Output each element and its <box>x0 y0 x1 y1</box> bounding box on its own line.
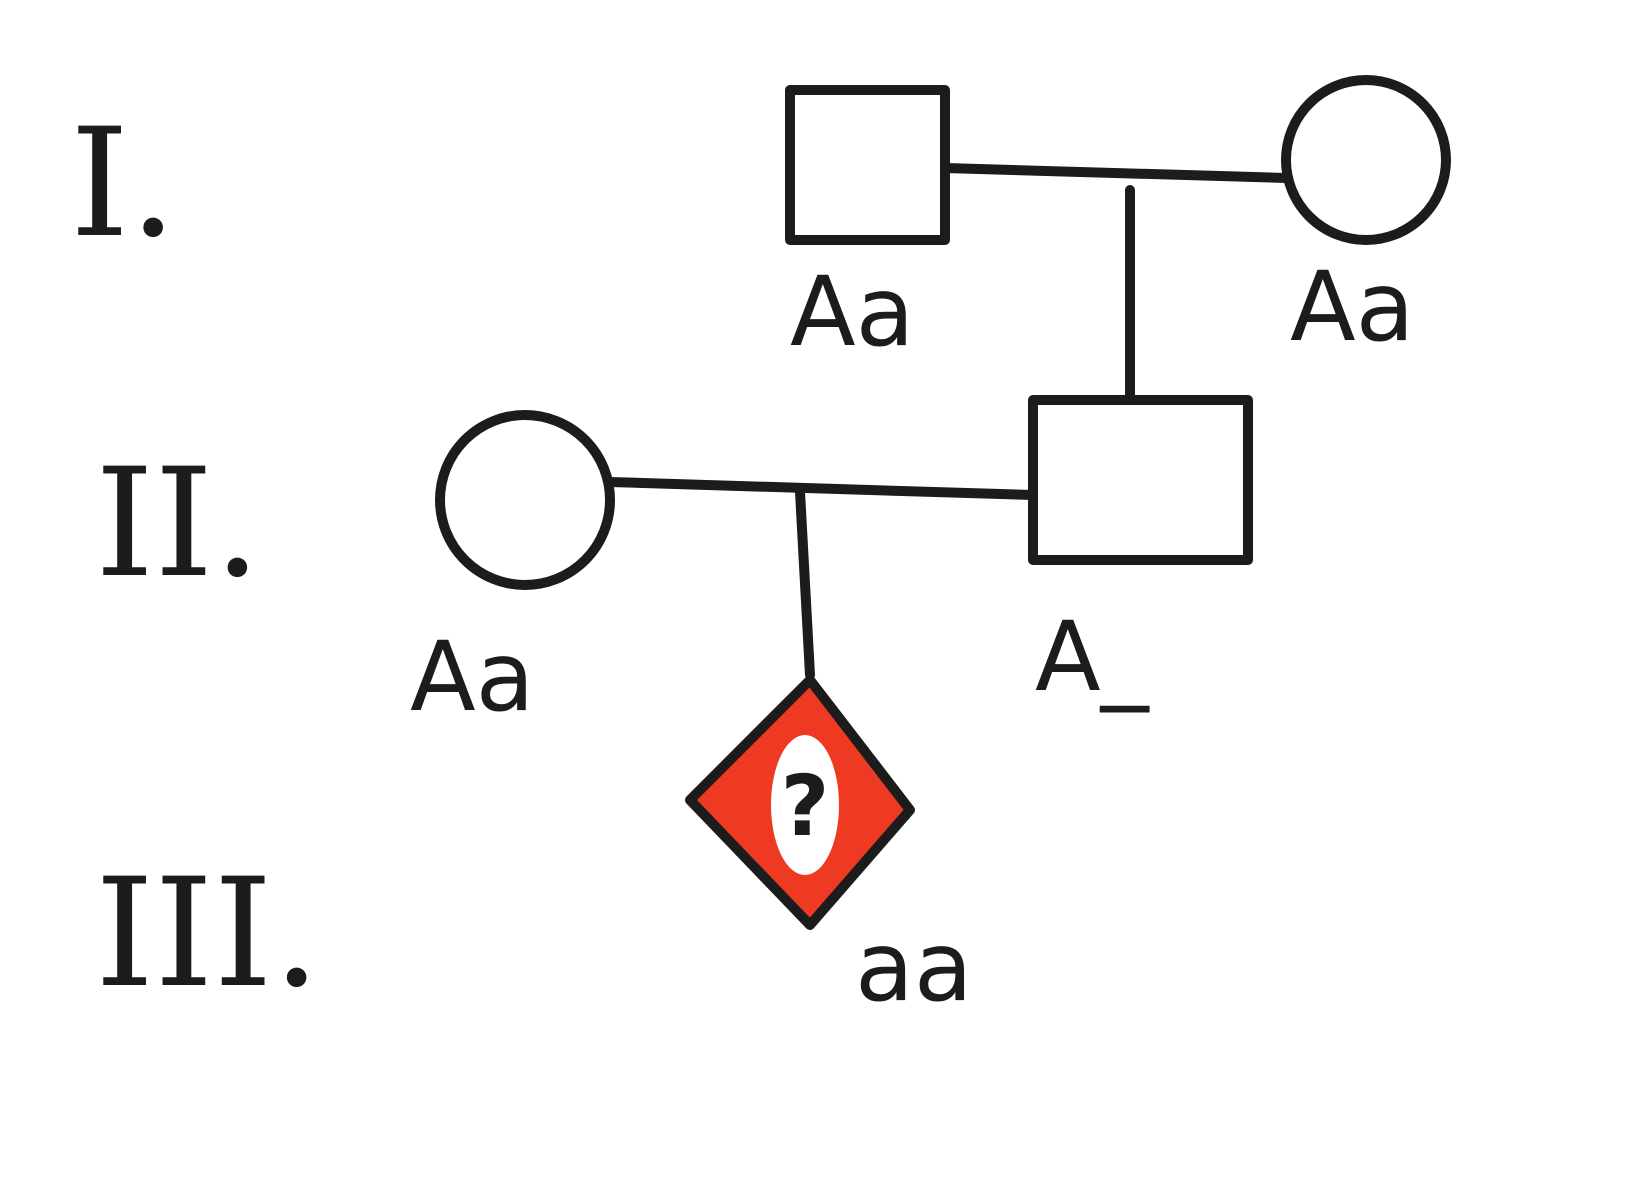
generation-label-2: II. <box>95 437 261 611</box>
gen1-mother-symbol <box>1281 75 1451 245</box>
gen2-father-symbol <box>1028 395 1253 565</box>
gen3-child-genotype: aa <box>855 911 973 1023</box>
generation-label-3: III. <box>95 847 320 1021</box>
gen1-mother-genotype: Aa <box>1290 251 1415 363</box>
gen2-mother-symbol <box>435 410 615 590</box>
gen2-mother-genotype: Aa <box>410 621 535 733</box>
generation-label-1: I. <box>70 97 177 271</box>
gen1-father-symbol <box>785 85 950 245</box>
gen2-descent-line <box>795 487 815 680</box>
gen3-question-highlight <box>771 735 839 875</box>
gen2-mating-line <box>605 477 1038 500</box>
gen1-father-genotype: Aa <box>790 256 915 368</box>
gen2-father-genotype: A_ <box>1035 601 1150 713</box>
gen3-question-mark: ? <box>781 757 830 855</box>
gen1-mating-line <box>940 163 1291 183</box>
